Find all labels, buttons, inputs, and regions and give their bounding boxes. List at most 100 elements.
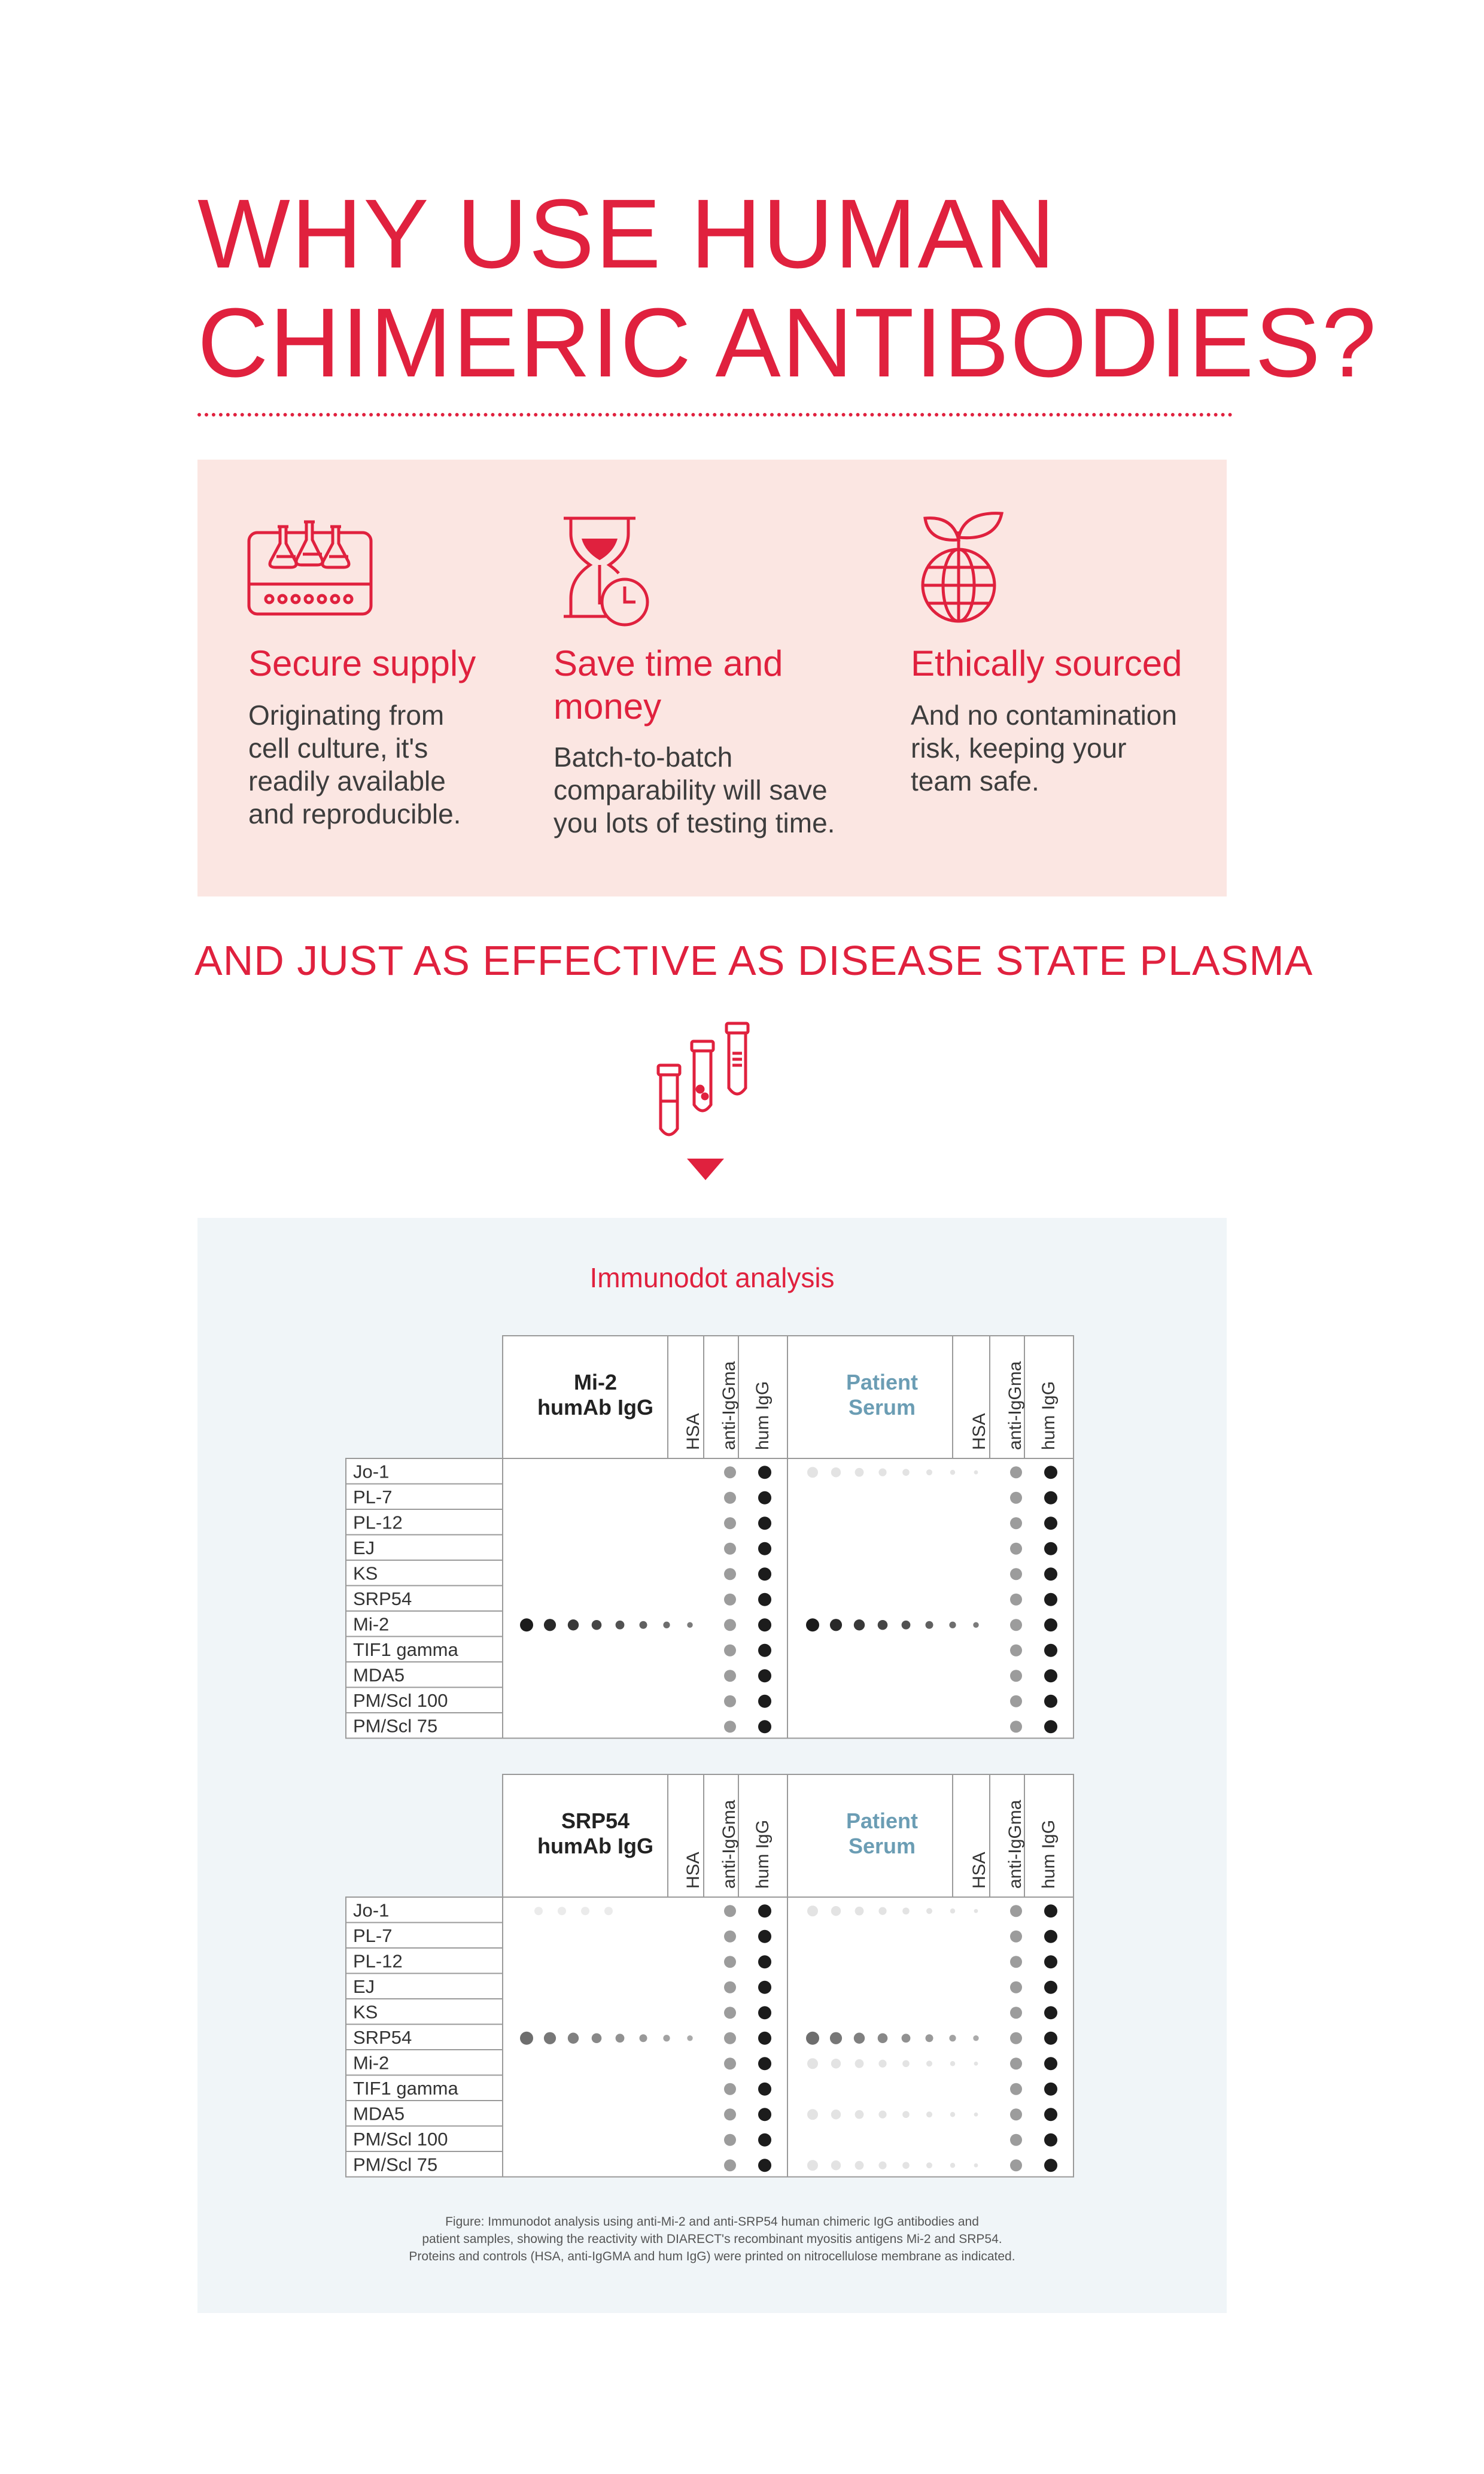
anti-igg-dot <box>1010 2057 1022 2070</box>
positive-dot <box>543 2032 556 2044</box>
positive-dot <box>877 1619 888 1630</box>
hum-igg-dot <box>758 2082 771 2096</box>
faint-dot <box>831 2160 841 2171</box>
faint-dot <box>902 1907 910 1915</box>
control-label: hum IgG <box>1039 1820 1059 1889</box>
faint-dot <box>878 2059 887 2068</box>
positive-dot <box>829 2032 843 2044</box>
faint-dot <box>926 2060 932 2067</box>
hum-igg-dot <box>1044 1491 1057 1505</box>
faint-dot <box>974 1908 978 1913</box>
anti-igg-dot <box>724 1491 736 1504</box>
faint-dot <box>950 2163 956 2168</box>
anti-igg-dot <box>1010 1568 1022 1581</box>
hum-igg-dot <box>758 2108 771 2122</box>
membrane-right <box>787 1458 1074 1739</box>
hum-igg-dot <box>1044 1694 1057 1708</box>
faint-dot <box>534 1907 543 1916</box>
antigen-row <box>345 1972 503 1999</box>
faint-dot <box>854 2160 864 2170</box>
anti-igg-dot <box>1010 1721 1022 1733</box>
antigen-row <box>345 1686 503 1713</box>
hum-igg-dot <box>758 2006 771 2020</box>
anti-igg-dot <box>1010 2032 1022 2044</box>
faint-dot <box>902 1469 910 1476</box>
anti-igg-dot <box>724 2108 736 2121</box>
figure-title: Immunodot analysis <box>589 1262 835 1293</box>
control-label: hum IgG <box>753 1381 773 1450</box>
anti-igg-dot <box>724 1721 736 1733</box>
feature-description: Batch-to-batch comparability will save y… <box>554 741 835 838</box>
hum-igg-dot <box>758 2159 771 2172</box>
antigen-row <box>345 1922 503 1949</box>
down-arrow-icon <box>687 1159 724 1180</box>
faint-dot <box>807 1905 818 1917</box>
control-label: anti-IgGma <box>719 1361 739 1450</box>
faint-dot <box>902 2111 910 2119</box>
faint-dot <box>807 2109 818 2120</box>
membrane-left <box>502 1458 788 1739</box>
faint-dot <box>831 1467 841 1478</box>
hum-igg-dot <box>1044 1618 1057 1632</box>
anti-igg-dot <box>1010 1619 1022 1631</box>
faint-dot <box>878 1907 887 1915</box>
hum-igg-dot <box>758 1542 771 1555</box>
faint-dot <box>604 1907 613 1916</box>
sample-title: Serum <box>849 1834 916 1858</box>
hum-igg-dot <box>758 2133 771 2147</box>
positive-dot <box>949 2035 956 2042</box>
faint-dot <box>950 2112 956 2117</box>
sample-title: humAb IgG <box>537 1834 653 1858</box>
hum-igg-dot <box>1044 2108 1057 2122</box>
faint-dot <box>581 1907 589 1916</box>
antigen-label: SRP54 <box>353 1588 412 1609</box>
hum-igg-dot <box>758 2057 771 2071</box>
anti-igg-dot <box>724 1670 736 1682</box>
antigen-row <box>345 2100 503 2127</box>
antigen-row <box>345 2074 503 2101</box>
hum-igg-dot <box>1044 1516 1057 1530</box>
antigen-label: Mi-2 <box>353 2053 389 2074</box>
faint-dot <box>926 2162 932 2169</box>
faint-dot <box>926 1908 932 1914</box>
header-right <box>787 1335 1074 1459</box>
faint-dot <box>807 1467 818 1478</box>
title-line-2: CHIMERIC ANTIBODIES? <box>197 288 1377 397</box>
positive-dot <box>543 1619 556 1631</box>
anti-igg-dot <box>724 1905 736 1917</box>
anti-igg-dot <box>724 1930 736 1943</box>
figure-caption: Figure: Immunodot analysis using anti-Mi… <box>409 2215 1015 2263</box>
positive-dot <box>615 1620 625 1630</box>
antigen-label: MDA5 <box>353 1665 405 1686</box>
hum-igg-dot <box>1044 2082 1057 2096</box>
anti-igg-dot <box>1010 1956 1022 1968</box>
faint-dot <box>854 2110 864 2119</box>
anti-igg-dot <box>1010 2133 1022 2146</box>
faint-dot <box>807 2160 818 2171</box>
anti-igg-dot <box>1010 1593 1022 1606</box>
control-label: HSA <box>683 1413 703 1450</box>
faint-dot <box>878 2161 887 2169</box>
positive-dot <box>567 1619 579 1631</box>
anti-igg-dot <box>724 1568 736 1581</box>
hourglass-clock-icon <box>564 516 649 627</box>
hum-igg-dot <box>758 2031 771 2045</box>
antigen-row <box>345 1661 503 1688</box>
header-right <box>787 1774 1074 1898</box>
antigen-label: TIF1 gamma <box>353 2078 458 2099</box>
positive-dot <box>520 2031 533 2045</box>
antigen-row <box>345 2049 503 2076</box>
hum-igg-dot <box>1044 2159 1057 2172</box>
faint-dot <box>902 2060 910 2068</box>
feature-description: And no contamination risk, keeping your … <box>911 700 1177 797</box>
antigen-row <box>345 1896 503 1923</box>
faint-dot <box>854 2059 864 2068</box>
faint-dot <box>950 1470 956 1475</box>
positive-dot <box>853 1619 865 1631</box>
faint-dot <box>950 1908 956 1914</box>
control-label: HSA <box>969 1852 989 1889</box>
faint-dot <box>831 2059 841 2069</box>
anti-igg-dot <box>1010 1930 1022 1943</box>
antigen-row <box>345 1712 503 1739</box>
